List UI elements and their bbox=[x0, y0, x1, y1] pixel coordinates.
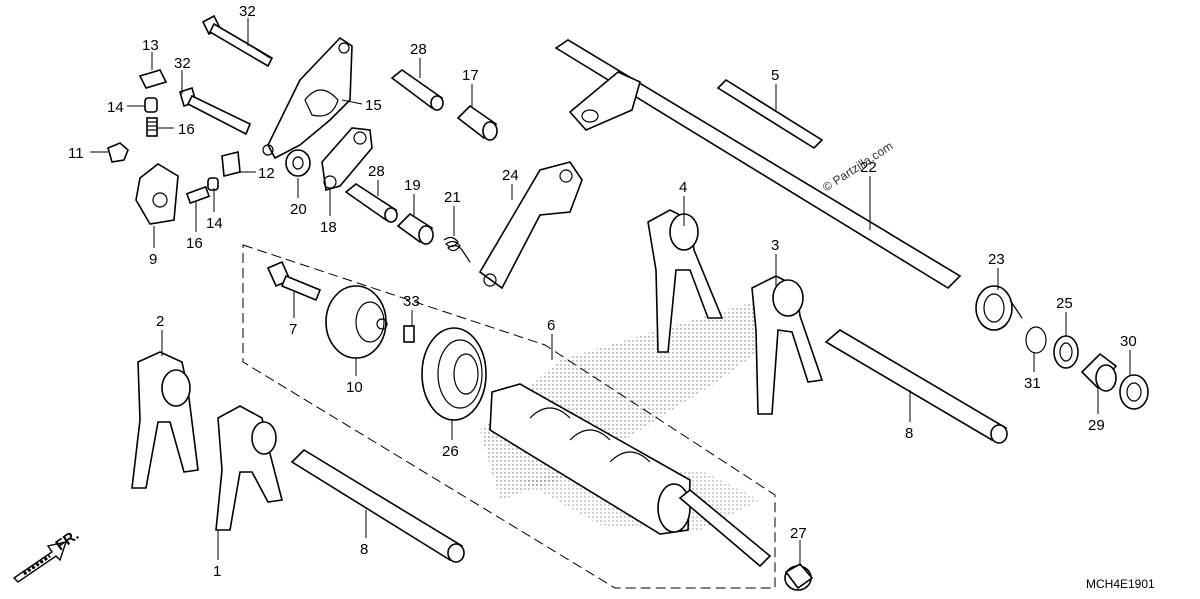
bearing-26[interactable] bbox=[421, 327, 487, 421]
pin-5[interactable] bbox=[716, 78, 824, 150]
plate-15[interactable] bbox=[262, 36, 353, 160]
part-14-upper[interactable] bbox=[144, 97, 158, 113]
callout-23: 23 bbox=[988, 251, 1005, 268]
collar-19[interactable] bbox=[396, 212, 434, 245]
callout-6: 6 bbox=[547, 317, 555, 334]
callout-28-lower: 28 bbox=[368, 163, 385, 180]
callout-2: 2 bbox=[156, 313, 164, 330]
collar-17[interactable] bbox=[456, 104, 498, 141]
fork-2[interactable] bbox=[131, 351, 199, 489]
arm-24[interactable] bbox=[478, 161, 583, 290]
callout-27: 27 bbox=[790, 525, 807, 542]
bolt-32-lower[interactable] bbox=[179, 86, 252, 136]
callout-30: 30 bbox=[1120, 333, 1137, 350]
washer-20[interactable] bbox=[285, 149, 311, 177]
spring-21[interactable] bbox=[443, 236, 471, 263]
pin-28-lower[interactable] bbox=[344, 183, 398, 223]
callout-16-upper: 16 bbox=[178, 121, 195, 138]
watermark: © Partzilla.com bbox=[820, 139, 895, 195]
callout-8-left: 8 bbox=[360, 541, 368, 558]
callout-10: 10 bbox=[346, 379, 363, 396]
shaft-22[interactable] bbox=[554, 39, 962, 290]
callout-3: 3 bbox=[771, 237, 779, 254]
callout-18: 18 bbox=[320, 219, 337, 236]
callout-24: 24 bbox=[502, 167, 519, 184]
clip-12[interactable] bbox=[221, 150, 241, 178]
pin-33[interactable] bbox=[403, 325, 415, 343]
callout-9: 9 bbox=[149, 251, 157, 268]
callout-33: 33 bbox=[403, 293, 420, 310]
callout-21: 21 bbox=[444, 189, 461, 206]
callout-16-lower: 16 bbox=[186, 235, 203, 252]
leader-lines bbox=[90, 18, 1131, 566]
cam-10[interactable] bbox=[325, 285, 388, 359]
callout-15: 15 bbox=[365, 97, 382, 114]
callout-19: 19 bbox=[404, 177, 421, 194]
callout-14-upper: 14 bbox=[107, 99, 124, 116]
callout-32-lower: 32 bbox=[174, 55, 191, 72]
callout-7: 7 bbox=[289, 321, 297, 338]
part-14-lower[interactable] bbox=[207, 177, 219, 191]
circlip-31[interactable] bbox=[1025, 326, 1047, 354]
callout-1: 1 bbox=[213, 563, 221, 580]
assembly-boundary bbox=[242, 244, 776, 589]
shaft-8-left[interactable] bbox=[290, 448, 465, 563]
part-11[interactable] bbox=[107, 142, 129, 163]
bolt-32-upper[interactable] bbox=[201, 14, 274, 68]
callout-31: 31 bbox=[1024, 375, 1041, 392]
callout-12: 12 bbox=[258, 165, 275, 182]
callout-5: 5 bbox=[771, 67, 779, 84]
callout-4: 4 bbox=[679, 179, 687, 196]
callout-14-lower: 14 bbox=[206, 215, 223, 232]
callout-8-right: 8 bbox=[905, 425, 913, 442]
diagram-code: MCH4E1901 bbox=[1086, 577, 1155, 591]
pin-28-upper[interactable] bbox=[390, 69, 444, 111]
callout-29: 29 bbox=[1088, 417, 1105, 434]
callout-32-upper: 32 bbox=[239, 3, 256, 20]
shaft-8-right[interactable] bbox=[824, 329, 1008, 444]
bearing-29[interactable] bbox=[1080, 352, 1118, 392]
part-27[interactable] bbox=[784, 562, 814, 591]
washer-25[interactable] bbox=[1053, 335, 1079, 369]
fork-3[interactable] bbox=[751, 275, 824, 415]
spring-16-upper[interactable] bbox=[146, 117, 158, 137]
seal-30[interactable] bbox=[1119, 374, 1149, 410]
callout-11: 11 bbox=[68, 145, 84, 162]
stopper-9[interactable] bbox=[135, 163, 179, 225]
part-13[interactable] bbox=[138, 69, 168, 89]
spring-23[interactable] bbox=[975, 285, 1023, 331]
callout-25: 25 bbox=[1056, 295, 1073, 312]
callout-28-upper: 28 bbox=[410, 41, 427, 58]
callout-13: 13 bbox=[142, 37, 159, 54]
callout-20: 20 bbox=[290, 201, 307, 218]
front-arrow-icon bbox=[12, 541, 68, 583]
fork-4[interactable] bbox=[647, 209, 724, 353]
callout-22: 22 bbox=[860, 159, 877, 176]
fork-1[interactable] bbox=[215, 405, 283, 531]
drum-6[interactable] bbox=[489, 383, 772, 568]
arm-18[interactable] bbox=[321, 127, 373, 192]
callout-17: 17 bbox=[462, 67, 479, 84]
bolt-7[interactable] bbox=[266, 260, 322, 302]
spring-16-lower[interactable] bbox=[185, 185, 211, 205]
callout-26: 26 bbox=[442, 443, 459, 460]
